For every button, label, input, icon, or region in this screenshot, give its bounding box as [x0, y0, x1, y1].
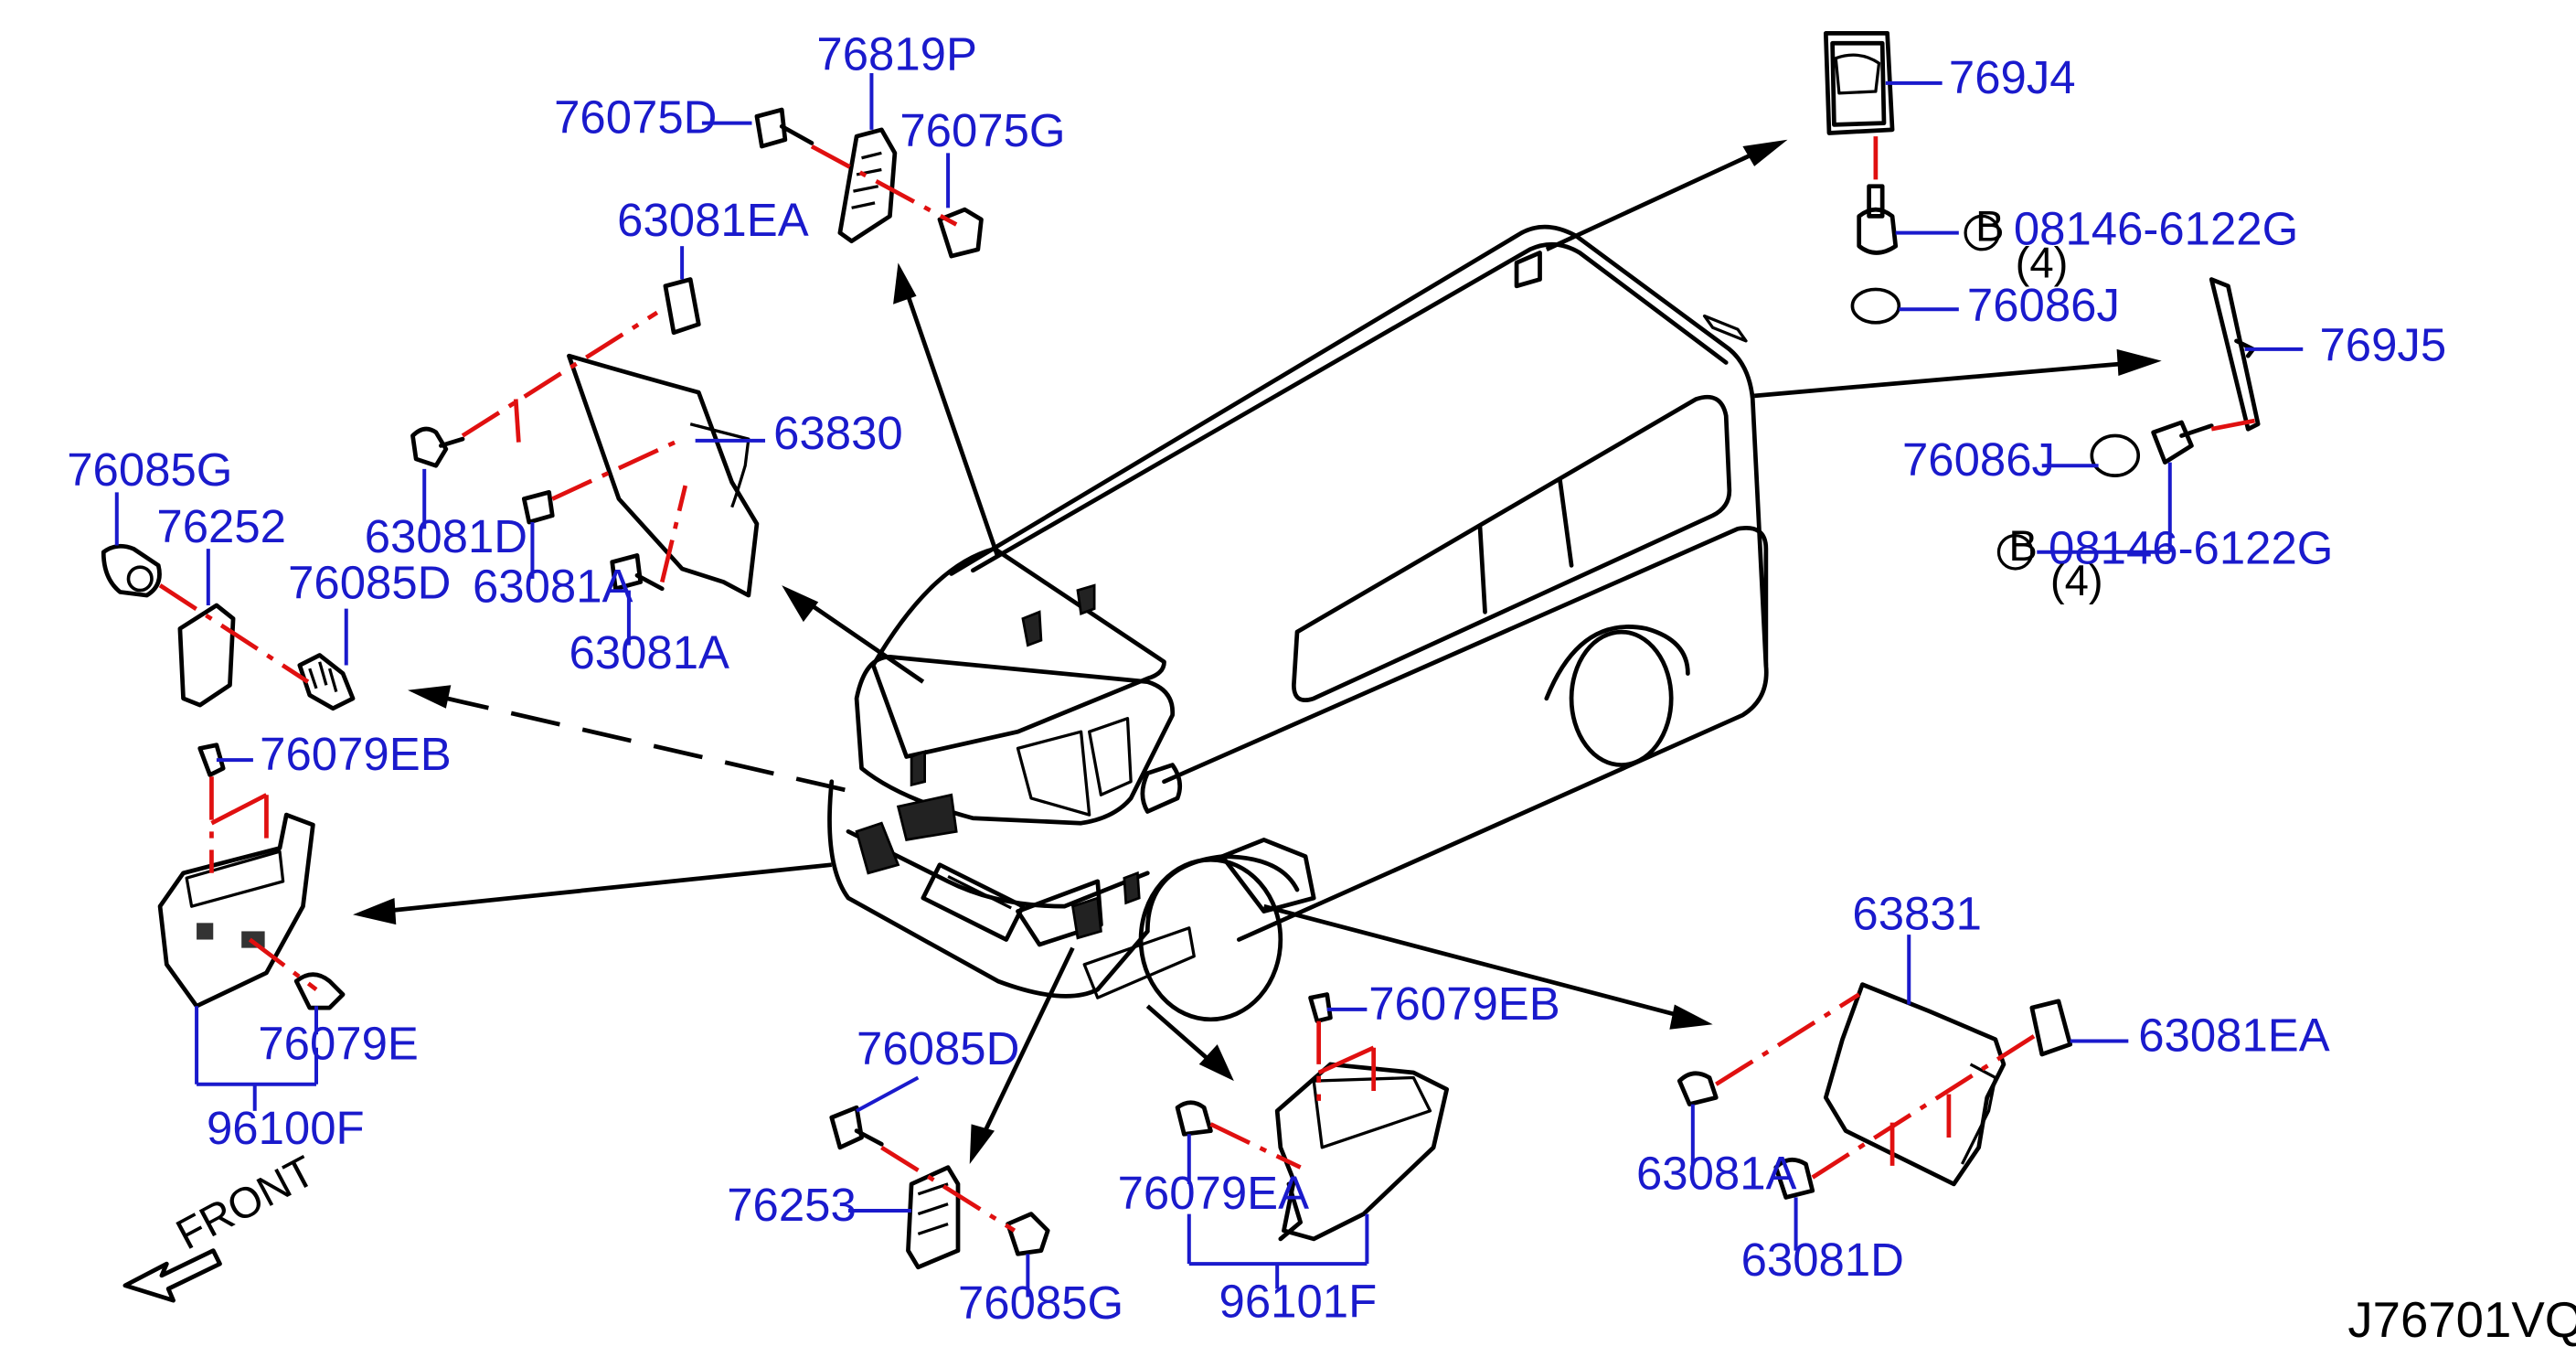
label-63081EA-right: 63081EA: [2138, 1009, 2330, 1061]
front-label: FRONT: [168, 1147, 323, 1259]
group-63831: [1677, 935, 2129, 1251]
group-76252: [101, 492, 356, 711]
label-76253: 76253: [727, 1179, 857, 1231]
label-76085G-left: 76085G: [67, 443, 232, 496]
label-76085D-bottom: 76085D: [857, 1022, 1019, 1074]
label-63081A-top: 63081A: [473, 560, 633, 612]
label-63081A-right: 63081A: [1636, 1147, 1797, 1199]
label-76075D: 76075D: [554, 91, 717, 143]
front-direction-indicator: FRONT: [122, 1147, 323, 1303]
group-63830: [410, 246, 766, 646]
label-63831: 63831: [1852, 888, 1982, 940]
label-76079EB-right: 76079EB: [1368, 978, 1559, 1030]
group-76253: [829, 1075, 1050, 1298]
label-96100F: 96100F: [207, 1102, 365, 1154]
label-76252: 76252: [156, 500, 286, 552]
label-qty-2: (4): [2050, 557, 2103, 605]
label-76086J-2: 76086J: [1902, 433, 2055, 486]
label-b2: B: [2008, 522, 2038, 571]
label-76079EB-left: 76079EB: [260, 728, 451, 780]
label-76086J-1: 76086J: [1967, 279, 2120, 331]
label-769J5: 769J5: [2319, 319, 2446, 371]
label-76085G-bottom: 76085G: [958, 1277, 1123, 1329]
label-76819P: 76819P: [816, 27, 977, 80]
label-76085D-left: 76085D: [288, 557, 451, 609]
label-76079EA: 76079EA: [1118, 1167, 1310, 1219]
label-63081D-top: 63081D: [365, 510, 527, 562]
label-63830: 63830: [773, 407, 903, 459]
group-96100F: [157, 743, 346, 1111]
label-76075G: 76075G: [899, 104, 1065, 156]
van-illustration: [827, 224, 1769, 1022]
label-08146-1: 08146-6122G: [2014, 202, 2298, 254]
label-63081D-right: 63081D: [1741, 1234, 1904, 1286]
label-b1: B: [1975, 203, 2005, 251]
label-63081EA-top: 63081EA: [617, 194, 809, 246]
label-76079E: 76079E: [258, 1017, 419, 1069]
group-96101F: [1175, 992, 1450, 1289]
label-63081A-top2: 63081A: [569, 626, 729, 678]
part-labels: 76075D 76819P 76075G 63081EA 63830 63081…: [67, 27, 2576, 1348]
label-96101F: 96101F: [1219, 1275, 1378, 1327]
group-76819P: [701, 73, 984, 259]
diagram-code: J76701VQ: [2347, 1292, 2576, 1348]
label-qty-1: (4): [2016, 240, 2069, 288]
callout-arrows: [353, 139, 2162, 1165]
group-769J5: [1996, 277, 2304, 571]
group-769J4: [1823, 31, 2001, 325]
label-08146-2: 08146-6122G: [2049, 522, 2333, 574]
label-769J4: 769J4: [1949, 51, 2076, 103]
